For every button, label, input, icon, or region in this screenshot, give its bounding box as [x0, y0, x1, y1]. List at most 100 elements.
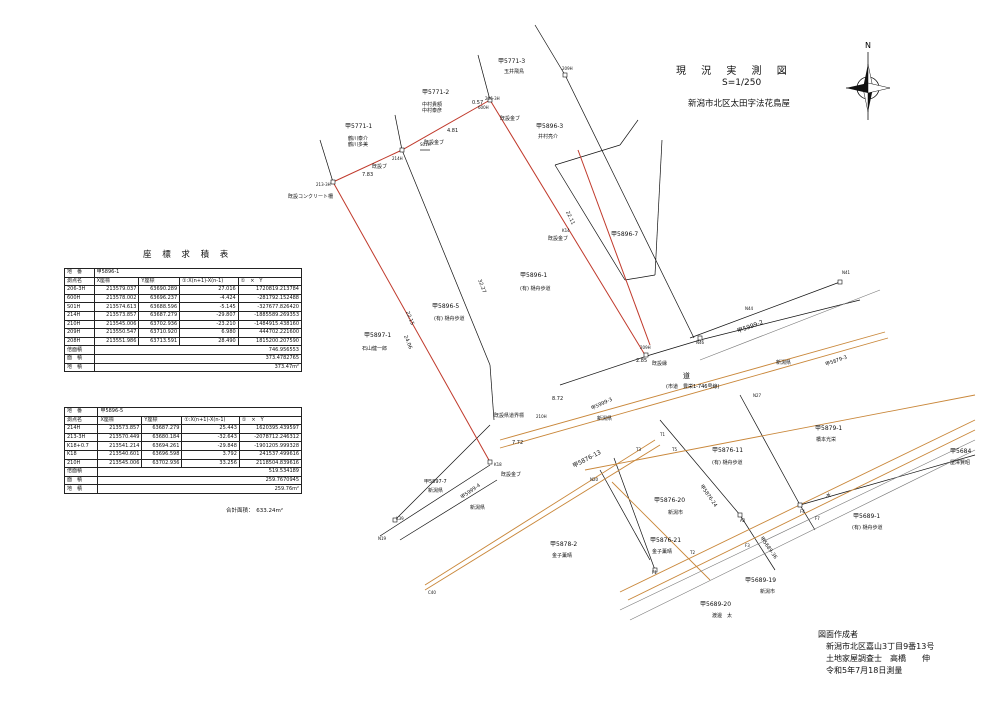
parcel-owner: (有) 樋舟歩道 — [852, 524, 883, 531]
point-name: T2 — [689, 550, 695, 555]
point-name: F7 — [815, 516, 820, 521]
parcel-owner: 玉井飛鳥 — [504, 68, 524, 75]
point-name: N46 — [696, 340, 705, 345]
parcel-owner: 金子薫晴 — [552, 552, 572, 559]
marker-label: 既設金ブ — [548, 235, 568, 242]
parcel-label: 甲5896-1 — [520, 272, 547, 279]
cell: 373.47m² — [93, 362, 303, 373]
parcel-owner: 金子薫晴 — [652, 548, 672, 555]
drawing-title: 現 況 実 測 図 — [676, 66, 793, 77]
parcel-label: 甲5896-7 — [611, 231, 638, 238]
marker-label: 既設県道界標 — [494, 412, 524, 419]
parcel-label: 甲5896-3 — [536, 123, 563, 130]
drawing-scale: S=1/250 — [722, 78, 762, 88]
road-lines — [424, 331, 976, 601]
point-name: N20 — [590, 477, 599, 482]
author-address: 新潟市北区嘉山3丁目9番13号 — [826, 642, 935, 651]
point-name: S01H — [420, 142, 431, 147]
parcel-label: 甲5771-3 — [498, 58, 525, 65]
parcel-owner: 渡邊 太 — [712, 612, 732, 619]
point-name: T3 — [635, 447, 641, 452]
table-title: 座 標 求 積 表 — [143, 250, 233, 260]
point-name: 214H — [392, 156, 403, 161]
parcel-owner: 井村亮介 — [538, 133, 558, 140]
dimensions: 7.83 4.81 0.57 22.11 32.27 22.15 24.06 7… — [362, 100, 647, 446]
parcel-label: 甲5689-1 — [853, 513, 880, 520]
parcel-label: 甲5684 — [950, 448, 971, 455]
dimension-label: 32.27 — [476, 279, 487, 295]
parcel-owner: 新潟市 — [668, 509, 683, 516]
author-block: 図面作成者 新潟市北区嘉山3丁目9番13号 土地家屋調査士 高橋 伸 令和5年7… — [818, 629, 934, 677]
marker-label: 既設金ブ — [501, 471, 521, 478]
point-name: N19 — [378, 536, 387, 541]
road-edge-lines — [619, 289, 976, 621]
parcel-owner: 新潟県 — [428, 487, 443, 494]
point-name: 209H — [640, 345, 651, 350]
parcel-label: 甲5878-2 — [550, 541, 577, 548]
author-name: 土地家屋調査士 高橋 伸 — [826, 654, 930, 663]
survey-lines — [332, 99, 651, 463]
parcel-owner: 屋澤賢昭 — [950, 459, 970, 466]
point-name: N44 — [745, 306, 754, 311]
point-names: 213-3H 206-3H 209H 209H 214H 600H S01H 2… — [316, 66, 851, 595]
drawing-location: 新潟市北区太田字法花鳥屋 — [688, 99, 791, 109]
parcel-owner: 鶴川泰介鶴川多美 — [348, 135, 368, 148]
parcel-owner: 新潟県 — [597, 415, 612, 422]
coord-table-1: 地 番 甲5896-1 測点名 X座標 Y座標 ①:X(n+1)-X(n-1) … — [64, 268, 303, 373]
point-name: F3 — [745, 543, 750, 548]
survey-points — [330, 72, 843, 573]
point-name: A2 — [740, 518, 746, 523]
point-name: 209H — [562, 66, 573, 71]
road-label: 道 — [683, 371, 690, 380]
dimension-label: 4.81 — [447, 128, 458, 134]
parcel-owner: 中村貴額中村泰彦 — [422, 101, 442, 114]
dimension-label: 22.11 — [564, 210, 575, 226]
parcel-label: 甲5689-20 — [700, 601, 731, 608]
dimension-label: 7.72 — [512, 440, 523, 446]
point-name: K14 — [562, 228, 570, 233]
road-sub-label: (市道 豊栄1-746号線) — [666, 383, 719, 390]
parcel-label: 甲5771-1 — [345, 123, 372, 130]
marker-label: 既設金ブ — [500, 115, 520, 122]
point-name: C40 — [428, 590, 436, 595]
parcel-owner: 新潟県 — [776, 359, 791, 366]
total-area: 合計面積： 633.24m² — [226, 508, 284, 514]
parcel-label: 甲5771-2 — [422, 89, 449, 96]
parcel-owner: (有) 樋舟歩道 — [712, 459, 743, 466]
point-name: 206-3H — [485, 96, 500, 101]
dimension-label: 2.85 — [636, 358, 647, 364]
parcel-label: 甲5999-2 — [736, 319, 764, 335]
dimension-label: 24.06 — [402, 335, 413, 351]
parcel-owner: 新潟市 — [760, 588, 775, 595]
parcel-label: 甲5879-3 — [825, 354, 848, 367]
parcel-label: 甲5897-7 — [424, 479, 447, 485]
point-name: T5 — [671, 447, 677, 452]
point-name: K39 — [396, 516, 404, 521]
parcel-owner: (有) 樋舟歩道 — [434, 315, 465, 322]
parcel-label: 甲5876-13 — [572, 449, 603, 470]
parcel-label: 甲5876-11 — [712, 447, 743, 454]
point-name: 600H — [478, 105, 489, 110]
point-name: 210H — [536, 414, 547, 419]
dimension-label: 8.72 — [552, 396, 563, 402]
author-title: 図面作成者 — [818, 630, 858, 639]
boundary-lines — [319, 24, 976, 571]
dimension-label: 7.83 — [362, 172, 373, 178]
point-name: 213-3H — [316, 182, 331, 187]
marker-label: 既設ブ — [372, 163, 387, 170]
parcel-label: 甲5896-5 — [432, 303, 459, 310]
parcel-label: 甲5897-1 — [364, 332, 391, 339]
point-name: N27 — [753, 393, 762, 398]
marker-label: 既設コンクリート柵 — [288, 193, 333, 200]
cell: 地 積 — [63, 484, 99, 494]
parcel-label: 甲5879-1 — [815, 425, 842, 432]
parcel-owner: 石山健一郎 — [362, 345, 387, 352]
parcel-owner: 橋本光栄 — [816, 436, 836, 443]
coord-table-2: 地 番 甲5896-5 測点名 X座標 Y座標 ①:X(n+1)-X(n-1) … — [63, 407, 303, 494]
